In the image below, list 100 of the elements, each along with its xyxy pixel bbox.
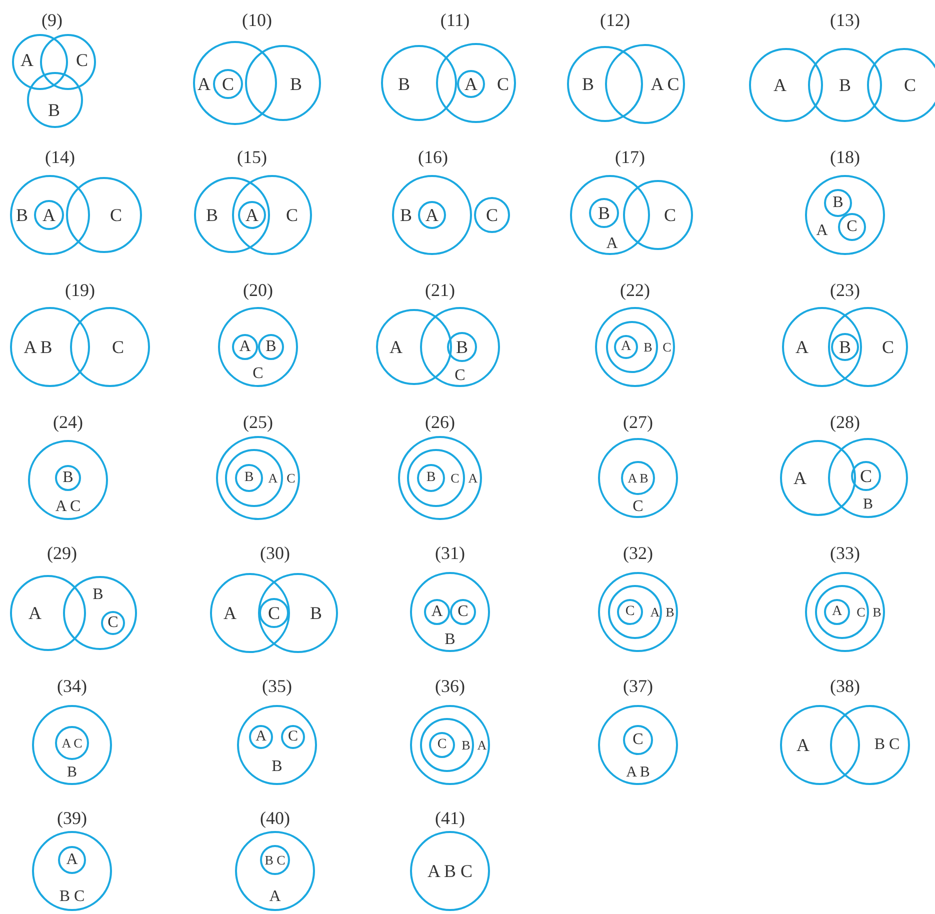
- set-label: A: [28, 604, 42, 622]
- set-label: C: [450, 472, 460, 484]
- panel-number: (31): [435, 544, 465, 562]
- venn-circle: [417, 464, 445, 492]
- set-label: B: [398, 75, 410, 93]
- set-label: B: [863, 498, 873, 512]
- venn-circle: [410, 705, 490, 785]
- panel-number: (14): [45, 148, 75, 166]
- venn-circle: [606, 321, 658, 373]
- venn-circle: [614, 335, 638, 359]
- venn-circle: [598, 572, 678, 652]
- venn-circle: [407, 449, 465, 507]
- set-label: A: [246, 206, 258, 224]
- venn-circle: [258, 334, 284, 360]
- panel-number: (20): [243, 281, 273, 299]
- venn-circle: [457, 70, 485, 98]
- venn-circle: [474, 197, 510, 233]
- panel-number: (16): [418, 148, 448, 166]
- set-label: A: [796, 338, 808, 356]
- panel-number: (34): [57, 677, 87, 695]
- set-label: A: [464, 75, 478, 93]
- venn-circle: [10, 307, 90, 387]
- set-label: B: [666, 606, 674, 618]
- panel-number: (21): [425, 281, 455, 299]
- set-label: A: [816, 223, 828, 239]
- venn-circle: [623, 725, 653, 755]
- set-label: A: [774, 76, 786, 94]
- venn-circle: [27, 72, 83, 128]
- panel-number: (19): [65, 281, 95, 299]
- set-label: A: [239, 339, 251, 355]
- set-label: A: [198, 75, 210, 93]
- venn-circle: [10, 175, 90, 255]
- venn-circle: [420, 718, 474, 772]
- venn-circle: [831, 333, 859, 361]
- set-label: A: [796, 736, 810, 754]
- venn-circle: [838, 213, 866, 241]
- set-label: A B: [24, 338, 52, 356]
- set-label: C: [112, 338, 124, 356]
- venn-circle: [245, 45, 321, 121]
- panel-number: (40): [260, 809, 290, 827]
- panel-number: (41): [435, 809, 465, 827]
- venn-circle: [805, 572, 885, 652]
- set-label: A: [426, 206, 438, 224]
- panel-number: (39): [57, 809, 87, 827]
- venn-circle: [28, 440, 108, 520]
- set-label: C: [632, 499, 644, 515]
- set-label: B: [400, 206, 412, 224]
- venn-circle: [424, 599, 450, 625]
- set-label: A: [390, 338, 402, 356]
- venn-circle: [249, 725, 273, 749]
- venn-circle: [824, 189, 852, 217]
- set-label: A C: [650, 75, 680, 93]
- panel-number: (11): [440, 11, 470, 29]
- venn-circle: [376, 309, 452, 385]
- venn-circle: [780, 440, 856, 516]
- set-label: C: [454, 368, 466, 384]
- panel-number: (26): [425, 413, 455, 431]
- venn-circle: [238, 201, 266, 229]
- set-label: B C: [59, 889, 85, 905]
- set-label: C: [625, 605, 635, 619]
- venn-circle: [260, 845, 290, 875]
- set-label: B C: [264, 854, 286, 866]
- venn-circle: [828, 438, 908, 518]
- venn-circle: [410, 572, 490, 652]
- set-label: B: [839, 338, 851, 356]
- set-label: A: [42, 206, 56, 224]
- set-label: C: [222, 75, 234, 93]
- set-label: C: [252, 366, 264, 382]
- set-label: C: [286, 206, 298, 224]
- set-label: B: [62, 470, 74, 486]
- panel-number: (22): [620, 281, 650, 299]
- set-label: B C: [874, 737, 900, 753]
- set-label: C: [286, 472, 296, 484]
- set-label: A: [794, 469, 806, 487]
- panel-number: (15): [237, 148, 267, 166]
- set-label: C: [268, 604, 280, 622]
- set-label: B: [244, 471, 254, 485]
- set-label: C: [437, 738, 447, 752]
- set-label: B: [582, 75, 594, 93]
- set-label: B: [206, 206, 218, 224]
- venn-circle: [55, 465, 81, 491]
- set-label: A C: [62, 736, 82, 750]
- venn-circle: [58, 846, 86, 874]
- set-label: B: [266, 339, 276, 355]
- set-label: C: [486, 206, 498, 224]
- venn-circle: [213, 69, 243, 99]
- venn-circle: [55, 726, 89, 760]
- venn-circle: [381, 45, 457, 121]
- set-label: A: [224, 604, 236, 622]
- venn-circle: [782, 307, 862, 387]
- panel-number: (28): [830, 413, 860, 431]
- venn-circle: [608, 585, 662, 639]
- set-label: A: [269, 889, 281, 905]
- venn-circle: [605, 44, 685, 124]
- venn-circle: [232, 334, 258, 360]
- venn-circle: [567, 46, 643, 122]
- venn-circle: [63, 576, 137, 650]
- venn-circle: [436, 43, 516, 123]
- set-label: B: [872, 606, 882, 618]
- panel-number: (9): [42, 11, 62, 29]
